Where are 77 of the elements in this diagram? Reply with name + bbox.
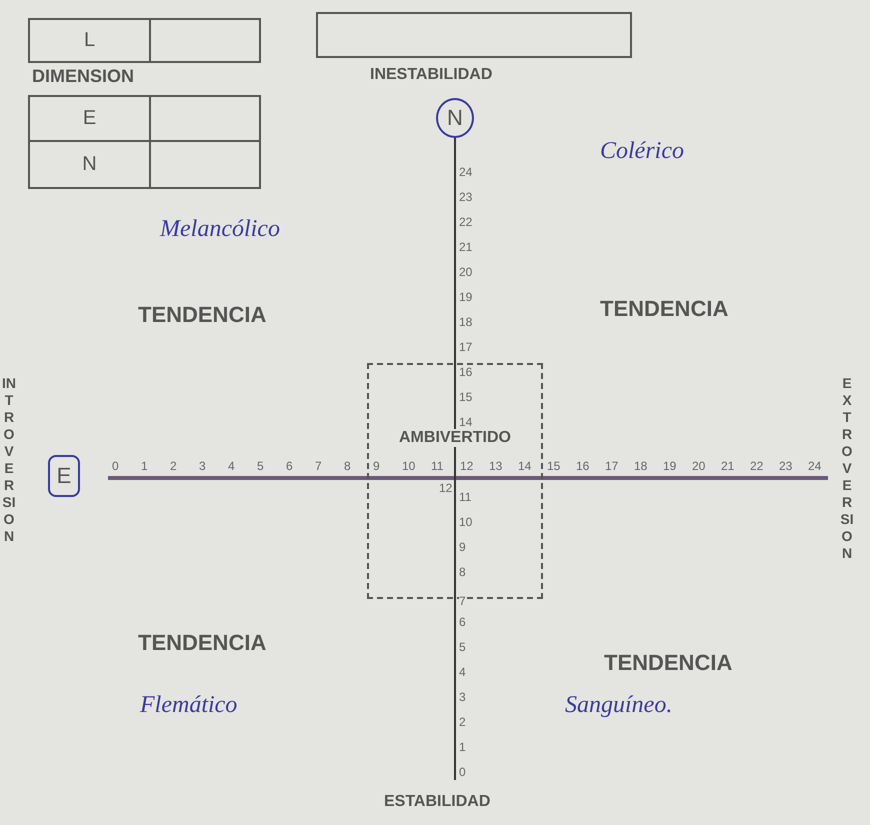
tick-label: 8 [344, 459, 351, 473]
tick-label: 19 [459, 290, 472, 304]
tick-label: 18 [634, 459, 648, 473]
tick-label: 8 [459, 565, 466, 579]
tick-label: 12 [460, 459, 474, 473]
tick-label: 7 [315, 459, 322, 473]
tick-label: 11 [459, 490, 472, 504]
tick-label: 16 [459, 365, 472, 379]
tick-label: 23 [459, 190, 472, 204]
circled-letter [436, 98, 474, 138]
quadrant-label: TENDENCIA [604, 650, 732, 676]
quadrant-label: TENDENCIA [600, 296, 728, 322]
heading: DIMENSION [32, 66, 134, 87]
tick-label: 5 [459, 640, 466, 654]
axis-pole-label: INESTABILIDAD [370, 66, 492, 84]
tick-label: 15 [547, 459, 560, 473]
tick-label: 11 [431, 459, 444, 473]
tick-label: 2 [459, 715, 466, 729]
tick-label: 24 [808, 459, 822, 473]
tick-label: 12 [439, 481, 452, 495]
cell-letter: N [82, 153, 97, 176]
tick-label: 18 [459, 315, 472, 329]
tick-label: 10 [402, 459, 416, 473]
tick-label: 14 [459, 415, 472, 429]
tick-label: 9 [373, 459, 380, 473]
cell-letter: L [84, 29, 96, 52]
tick-label: 6 [459, 615, 466, 629]
tick-label: 9 [459, 540, 466, 554]
axis-pole-label: EXTROVERSION [840, 375, 854, 563]
tick-label: 23 [779, 459, 792, 473]
axis-pole-label: INTROVERSION [2, 375, 16, 546]
tick-label: 7 [459, 594, 466, 608]
tick-label: 24 [459, 165, 472, 179]
tick-label: 14 [518, 459, 532, 473]
tick-label: 20 [459, 265, 472, 279]
tick-label: 10 [459, 515, 472, 529]
tick-label: 21 [459, 240, 472, 254]
tick-label: 22 [750, 459, 764, 473]
zone-label: AMBIVERTIDO [399, 429, 511, 447]
quadrant-label: TENDENCIA [138, 630, 266, 656]
tick-label: 20 [692, 459, 706, 473]
table-cell [28, 95, 151, 142]
handwritten-note: Melancólico [160, 216, 280, 243]
tick-label: 17 [605, 459, 618, 473]
tick-label: 3 [199, 459, 206, 473]
boxed-letter [48, 455, 80, 497]
table-cell [149, 18, 261, 63]
tick-label: 16 [576, 459, 590, 473]
tick-label: 3 [459, 690, 466, 704]
tick-label: 17 [459, 340, 472, 354]
tick-label: 1 [141, 459, 148, 473]
tick-label: 4 [459, 665, 466, 679]
table-cell [149, 95, 261, 142]
tick-label: 19 [663, 459, 676, 473]
tick-label: 15 [459, 390, 472, 404]
cell-letter: E [82, 107, 96, 130]
axis-pole-label: ESTABILIDAD [384, 793, 490, 811]
tick-label: 22 [459, 215, 472, 229]
blank-field [316, 12, 632, 58]
tick-label: 5 [257, 459, 264, 473]
handwritten-note: Sanguíneo. [565, 692, 672, 719]
table-cell [28, 18, 151, 63]
tick-label: 13 [489, 459, 502, 473]
cell-letter: E [56, 463, 72, 489]
tick-label: 0 [112, 459, 119, 473]
handwritten-note: Flemático [140, 692, 238, 719]
cell-letter: N [447, 105, 463, 131]
tick-label: 0 [459, 765, 466, 779]
quadrant-label: TENDENCIA [138, 302, 266, 328]
table-cell [28, 140, 151, 189]
tick-label: 1 [459, 740, 466, 754]
tick-label: 2 [170, 459, 177, 473]
tick-label: 4 [228, 459, 235, 473]
tick-label: 6 [286, 459, 293, 473]
handwritten-note: Colérico [600, 138, 684, 165]
tick-label: 21 [721, 459, 734, 473]
table-cell [149, 140, 261, 189]
